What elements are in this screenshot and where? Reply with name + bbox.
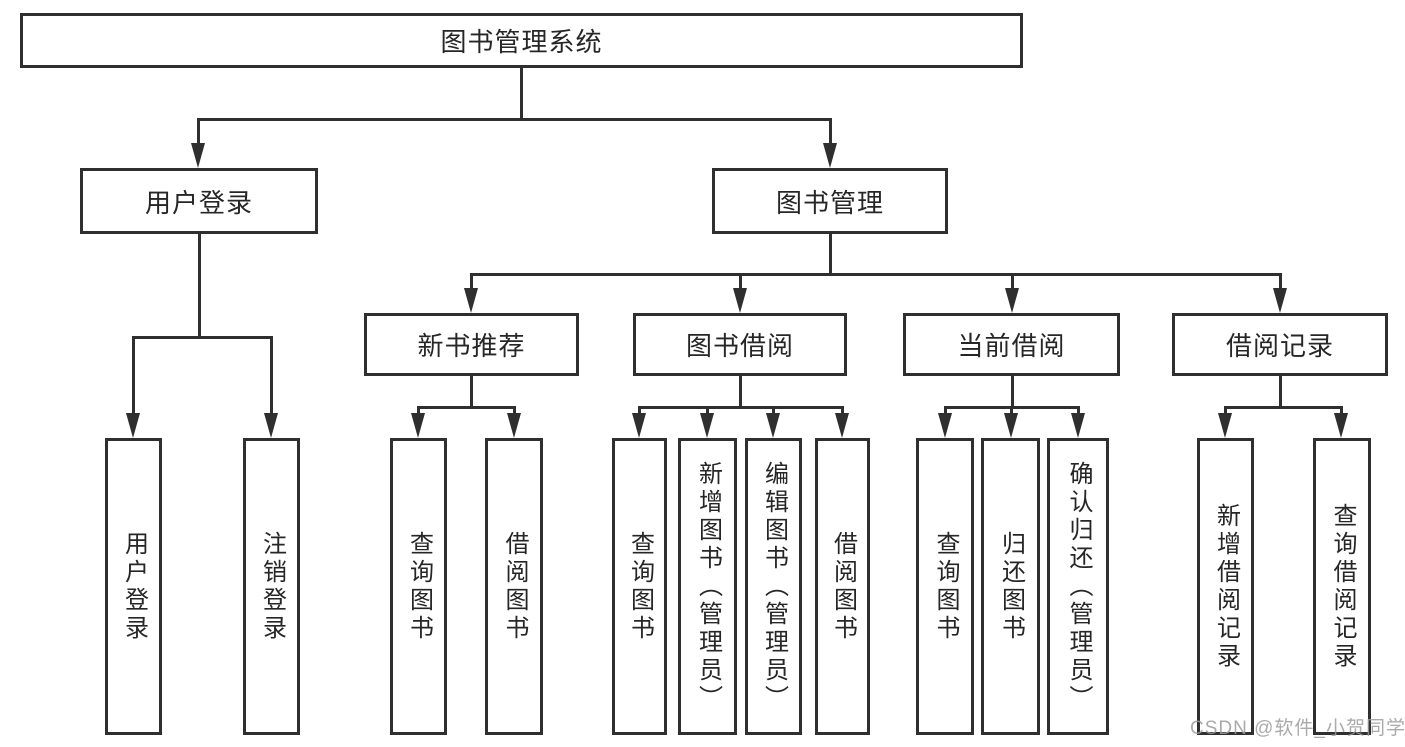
leaf-logout: 注销登录 [243, 438, 300, 735]
connector-records-rail [1224, 406, 1343, 409]
connector-root-stem [520, 68, 523, 121]
leaf-edit-books-admin: 编辑图书（管理员） [745, 438, 802, 735]
connector-currentborrow-drop-3 [1077, 406, 1080, 416]
leaf-borrow-books-recommend: 借阅图书 [485, 438, 543, 735]
connector-bookmgmt-drop-4 [1279, 273, 1282, 291]
node-current-borrow: 当前借阅 [903, 313, 1120, 376]
arrowhead-down-icon [733, 288, 747, 313]
connector-bookborrow-drop-4 [841, 406, 844, 416]
node-user-login: 用户登录 [80, 168, 318, 234]
connector-bookborrow-drop-1 [638, 406, 641, 416]
leaf-confirm-return-admin: 确认归还（管理员） [1047, 438, 1109, 735]
csdn-watermark: CSDN @软件_小贺同学 [1190, 718, 1405, 739]
connector-bookmgmt-rail [470, 273, 1282, 276]
connector-bookborrow-rail [638, 406, 844, 409]
connector-newbook-drop-2 [513, 406, 516, 416]
arrowhead-down-icon [464, 288, 478, 313]
arrowhead-down-icon [191, 143, 205, 168]
connector-bookmgmt-drop-3 [1011, 273, 1014, 291]
node-book-management: 图书管理 [712, 168, 948, 234]
connector-bookborrow-drop-3 [772, 406, 775, 416]
leaf-query-books-current: 查询图书 [916, 438, 974, 735]
arrowhead-down-icon [766, 413, 780, 438]
connector-newbook-rail [417, 406, 516, 409]
connector-bookmgmt-drop-1 [470, 273, 473, 291]
leaf-query-borrow-record: 查询借阅记录 [1313, 438, 1371, 735]
arrowhead-down-icon [1218, 413, 1232, 438]
leaf-borrow-books: 借阅图书 [815, 438, 870, 735]
arrowhead-down-icon [1273, 288, 1287, 313]
connector-records-stem [1279, 376, 1282, 409]
arrowhead-down-icon [126, 413, 140, 438]
leaf-add-borrow-record: 新增借阅记录 [1197, 438, 1254, 735]
leaf-query-books-recommend: 查询图书 [390, 438, 447, 735]
arrowhead-down-icon [700, 413, 714, 438]
connector-newbook-drop-1 [417, 406, 420, 416]
leaf-user-login: 用户登录 [105, 438, 162, 735]
arrowhead-down-icon [835, 413, 849, 438]
arrowhead-down-icon [823, 143, 837, 168]
node-library-system: 图书管理系统 [20, 13, 1023, 68]
connector-userlogin-stem [198, 234, 201, 339]
connector-records-drop-1 [1224, 406, 1227, 416]
connector-newbook-stem [470, 376, 473, 409]
arrowhead-down-icon [632, 413, 646, 438]
connector-records-drop-2 [1340, 406, 1343, 416]
arrowhead-down-icon [264, 413, 278, 438]
connector-bookborrow-stem [739, 376, 742, 409]
arrowhead-down-icon [938, 413, 952, 438]
arrowhead-down-icon [507, 413, 521, 438]
leaf-return-books: 归还图书 [981, 438, 1040, 735]
connector-bookmgmt-drop-2 [739, 273, 742, 291]
connector-currentborrow-drop-2 [1010, 406, 1013, 416]
node-book-borrow: 图书借阅 [633, 313, 847, 376]
connector-root-rail [197, 118, 832, 121]
arrowhead-down-icon [1334, 413, 1348, 438]
connector-root-drop-right [829, 118, 832, 146]
node-new-book-recommend: 新书推荐 [364, 313, 579, 376]
connector-userlogin-drop-2 [270, 336, 273, 413]
connector-bookborrow-drop-2 [706, 406, 709, 416]
connector-root-drop-left [197, 118, 200, 146]
connector-bookmgmt-stem [829, 234, 832, 276]
connector-currentborrow-stem [1011, 376, 1014, 409]
connector-userlogin-rail [132, 336, 273, 339]
arrowhead-down-icon [1005, 288, 1019, 313]
arrowhead-down-icon [1004, 413, 1018, 438]
connector-currentborrow-drop-1 [944, 406, 947, 416]
node-borrow-records: 借阅记录 [1172, 313, 1388, 376]
leaf-query-books-borrow: 查询图书 [612, 438, 667, 735]
connector-userlogin-drop-1 [132, 336, 135, 413]
arrowhead-down-icon [411, 413, 425, 438]
leaf-add-books-admin: 新增图书（管理员） [678, 438, 737, 735]
arrowhead-down-icon [1071, 413, 1085, 438]
